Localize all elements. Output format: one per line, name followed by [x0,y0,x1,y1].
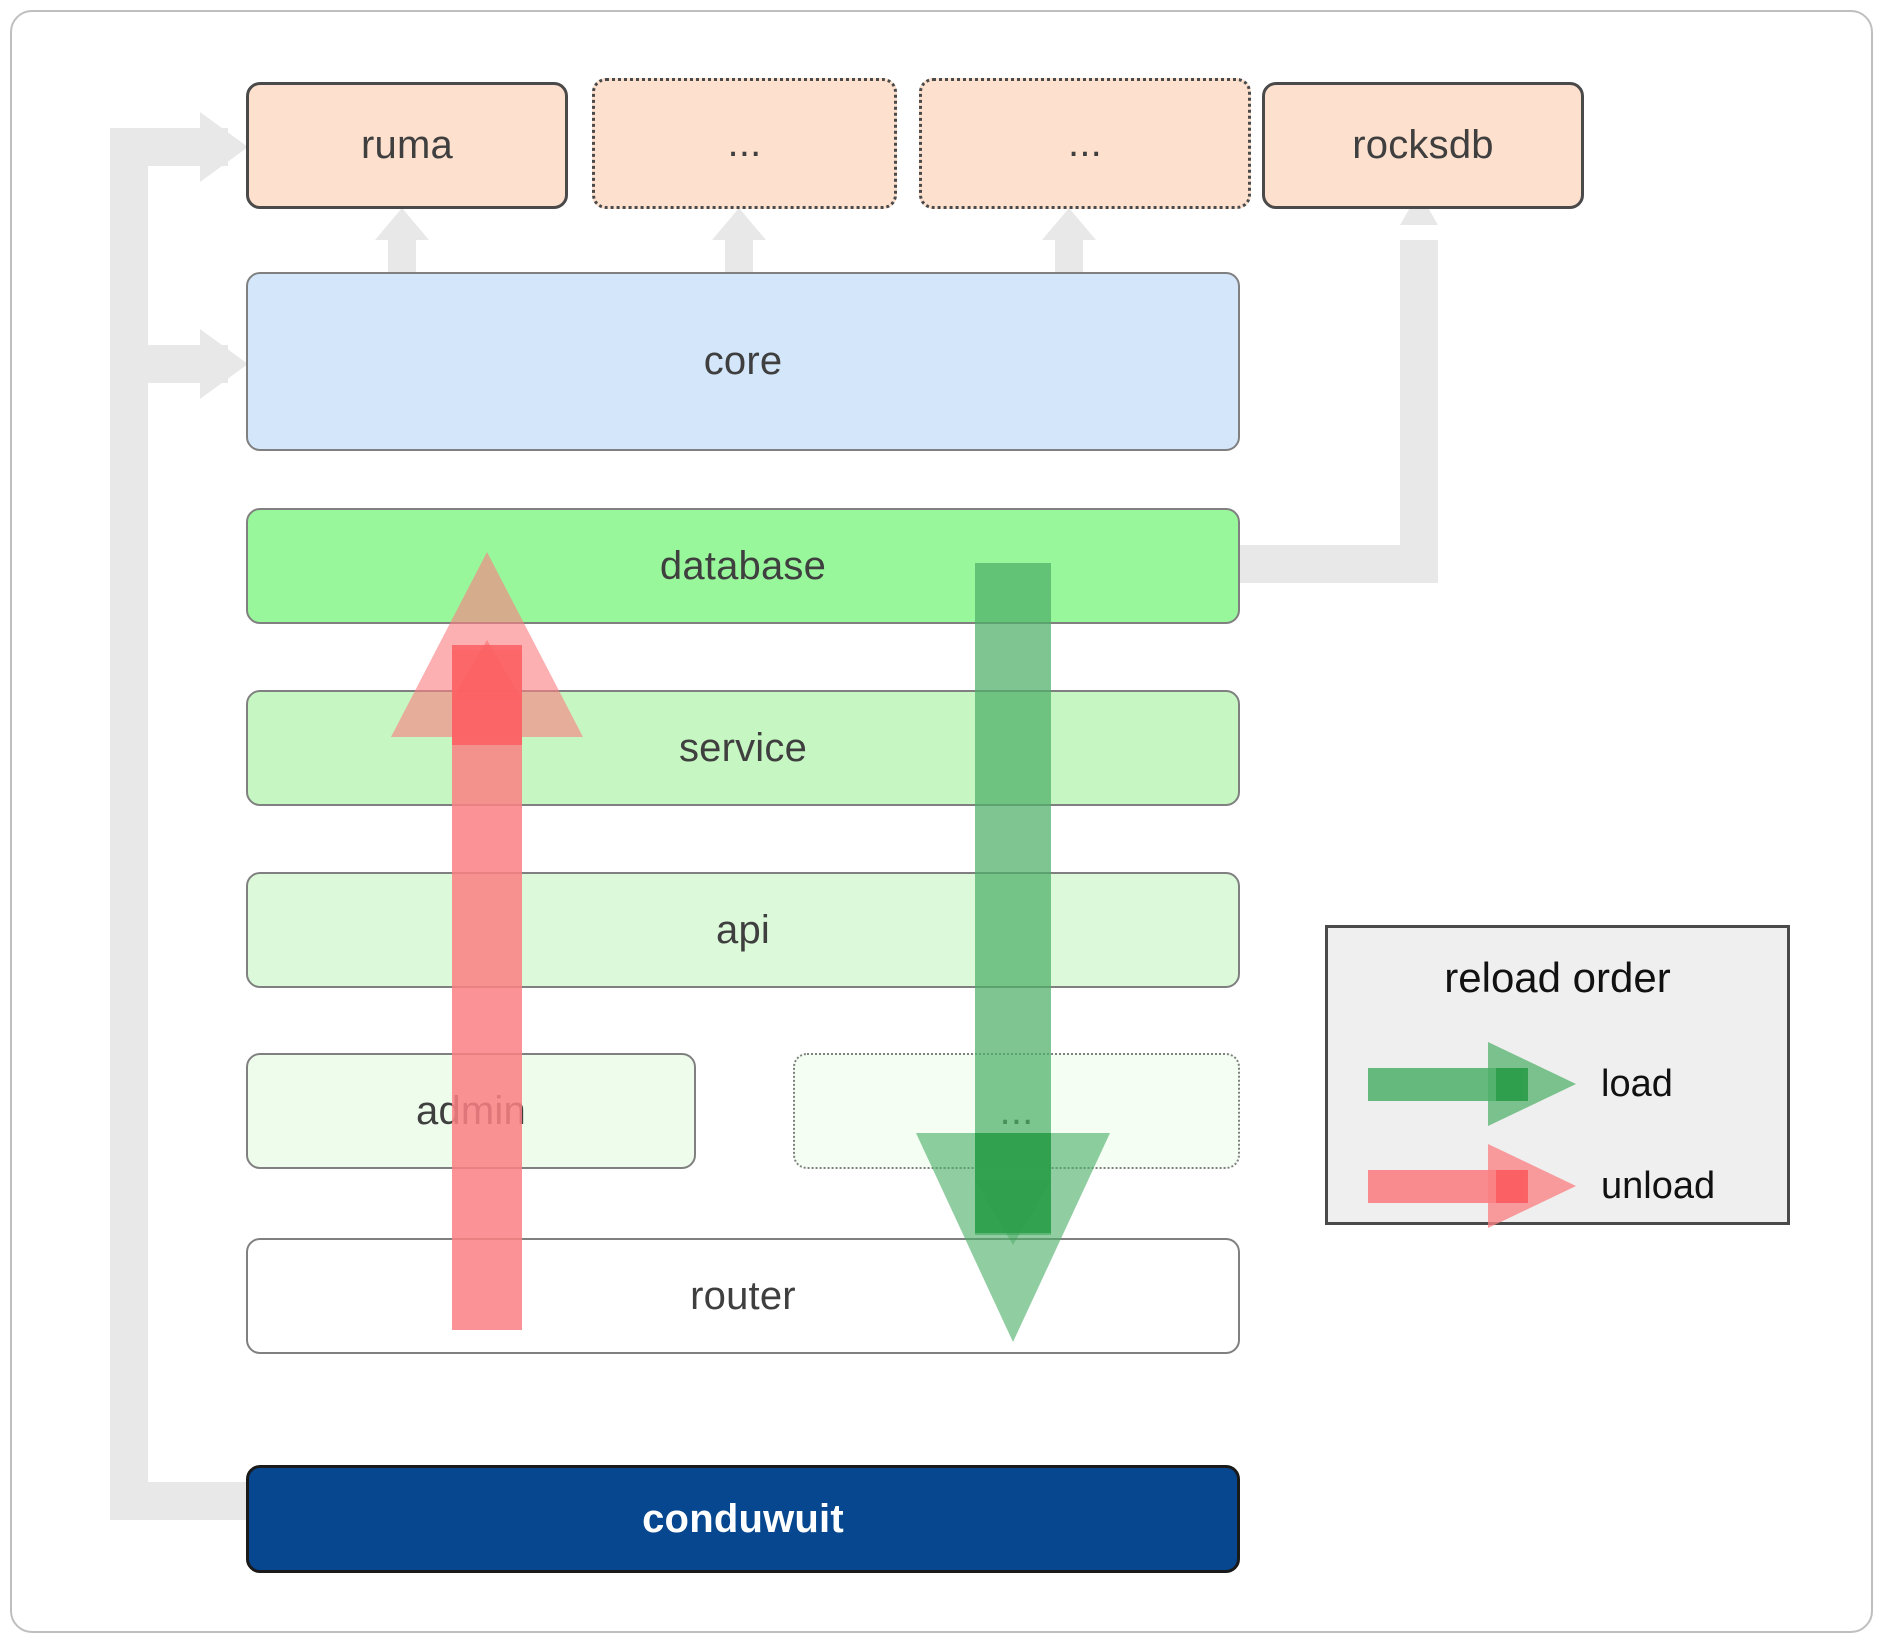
legend-label-unload: unload [1601,1164,1716,1207]
core-label: core [703,339,783,383]
dependency-box-rocksdb[interactable]: rocksdb [1262,82,1584,209]
load-arrow-icon [1368,1038,1583,1130]
dependency-label: ... [727,121,762,165]
layer-box-service[interactable]: service [246,690,1240,806]
unload-arrow-icon [1368,1140,1583,1232]
layer-box-api[interactable]: api [246,872,1240,988]
dependency-label: ruma [361,123,453,167]
legend-label-load: load [1601,1062,1673,1105]
layer-label: ... [999,1088,1034,1133]
layer-label: admin [416,1088,526,1133]
main-label: conduwuit [642,1496,844,1541]
layer-label: api [716,907,770,952]
layer-box-admin[interactable]: admin [246,1053,696,1169]
main-box-conduwuit[interactable]: conduwuit [246,1465,1240,1573]
dependency-box-ellipsis-1[interactable]: ... [592,78,897,209]
layer-label: router [690,1273,796,1318]
dependency-label: rocksdb [1352,123,1494,167]
layer-box-router[interactable]: router [246,1238,1240,1354]
dependency-box-ruma[interactable]: ruma [246,82,568,209]
layer-label: service [678,725,808,770]
layer-box-admin-ellipsis[interactable]: ... [793,1053,1240,1169]
legend-row-unload: unload [1368,1140,1758,1232]
dependency-label: ... [1068,121,1102,165]
core-box[interactable]: core [246,272,1240,451]
diagram-frame [10,10,1873,1633]
legend-title: reload order [1444,954,1671,1001]
layer-box-database[interactable]: database [246,508,1240,624]
dependency-box-ellipsis-2[interactable]: ... [919,78,1251,209]
legend-panel: reload order load unload [1325,925,1790,1228]
legend-row-load: load [1368,1038,1758,1130]
layer-label: database [659,543,827,588]
